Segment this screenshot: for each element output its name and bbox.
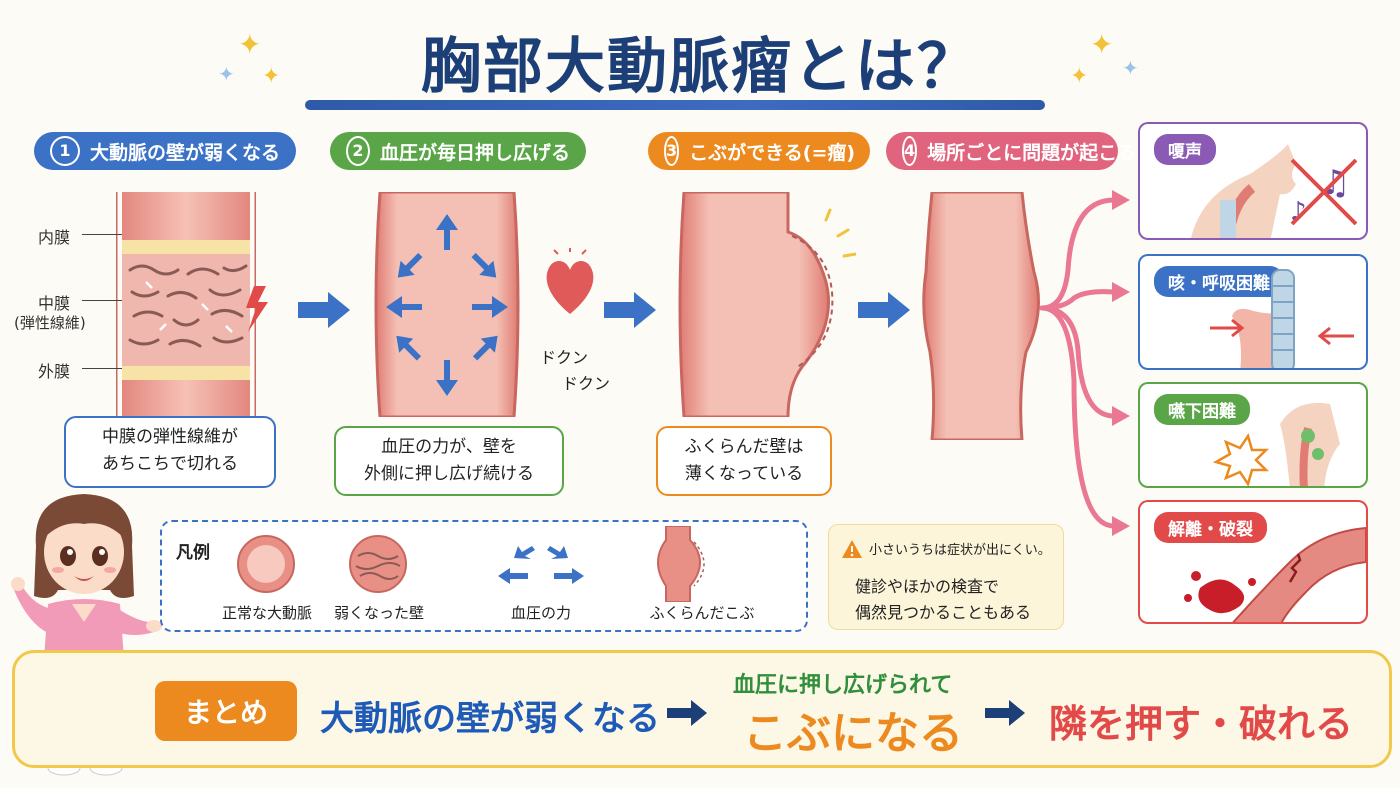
summary-banner: まとめ 大動脈の壁が弱くなる 血圧に押し広げられて こぶになる 隣を押す・破れる [12, 650, 1392, 768]
leader-line [82, 368, 122, 369]
legend-label: 弱くなった壁 [333, 604, 424, 622]
outer-layer-label: 外膜 [38, 362, 71, 381]
middle-layer-label: 中膜 [38, 294, 71, 313]
note-warning: 小さいうちは症状が出にくい。 [869, 543, 1051, 558]
legend-label: ふくらんだこぶ [649, 604, 755, 622]
sparkle-icon: ✦ [1070, 64, 1089, 89]
leader-line [82, 300, 122, 301]
flow-arrow-icon [858, 292, 910, 328]
leader-line [82, 234, 122, 235]
bulging-vessel-illustration [922, 192, 1040, 440]
legend-panel: 凡例 正常な大動脈 弱くなった壁 血圧の力 ふくらんだこぶ [160, 520, 808, 632]
bulging-aneurysm-icon [657, 526, 705, 602]
title-underline [305, 100, 1045, 110]
note-panel: 小さいうちは症状が出にくい。 健診やほかの検査で 偶然見つかることもある [828, 524, 1064, 630]
rupture-icon [1184, 526, 1366, 622]
normal-aorta-icon [237, 535, 295, 593]
problem-box-cough: 咳・呼吸困難 [1138, 254, 1368, 370]
sparkle-icon: ✦ [238, 28, 262, 61]
sparkle-icon: ✦ [262, 64, 281, 89]
callout-step-3: ふくらんだ壁は 薄くなっている [656, 426, 832, 496]
problem-label: 解離・破裂 [1154, 512, 1267, 543]
lightning-icon [246, 286, 268, 332]
pressure-vessel-illustration [374, 192, 520, 417]
summary-part-3: 隣を押す・破れる [1049, 702, 1354, 746]
inner-layer-label: 内膜 [38, 228, 71, 247]
heartbeat-text: ドクン [562, 374, 611, 393]
warning-icon [842, 540, 862, 558]
arrow-right-icon [667, 700, 707, 726]
summary-tag: まとめ [155, 681, 297, 741]
problem-label: 嚥下困難 [1154, 394, 1250, 425]
note-line: 偶然見つかることもある [855, 603, 1032, 622]
summary-part-2-small: 血圧に押し広げられて [733, 673, 953, 698]
legend-label: 正常な大動脈 [221, 604, 312, 622]
summary-part-1: 大動脈の壁が弱くなる [320, 699, 660, 739]
weakened-wall-icon [349, 535, 407, 593]
heart-icon [546, 248, 594, 314]
heartbeat-text: ドクン [540, 348, 589, 367]
note-line: 健診やほかの検査で [855, 577, 1000, 596]
problem-box-dysphagia: 嚥下困難 [1138, 382, 1368, 488]
flow-arrow-icon [298, 292, 350, 328]
branch-arrows-icon [1039, 190, 1130, 536]
legend-title: 凡例 [176, 543, 210, 563]
problem-box-hoarseness: 嗄声 ♫ ♪ [1138, 122, 1368, 240]
summary-part-2: こぶになる [743, 708, 963, 759]
trachea-compression-icon [1210, 269, 1354, 368]
flow-arrow-icon [604, 292, 656, 328]
pressure-arrows-icon [386, 214, 508, 396]
legend-label: 血圧の力 [510, 604, 571, 622]
swallow-icon [1212, 403, 1340, 486]
callout-step-1: 中膜の弾性線維が あちこちで切れる [64, 416, 276, 488]
pressure-force-icon [498, 546, 584, 584]
vessel-wall-illustration [116, 192, 256, 417]
voice-mute-icon: ♫ ♪ [1191, 144, 1358, 238]
problem-label: 咳・呼吸困難 [1154, 266, 1284, 297]
sparkle-icon: ✦ [1122, 56, 1139, 80]
problem-box-rupture: 解離・破裂 [1138, 500, 1368, 624]
problem-label: 嗄声 [1154, 134, 1216, 165]
aneurysm-illustration [678, 192, 856, 417]
sparkle-icon: ✦ [218, 62, 235, 86]
sparkle-icon: ✦ [1090, 28, 1114, 61]
middle-layer-sub-label: (弾性線維) [14, 314, 86, 332]
callout-step-2: 血圧の力が、壁を 外側に押し広げ続ける [334, 426, 564, 496]
page-title: 胸部大動脈瘤とは？ [421, 32, 979, 102]
arrow-right-icon [985, 700, 1025, 726]
